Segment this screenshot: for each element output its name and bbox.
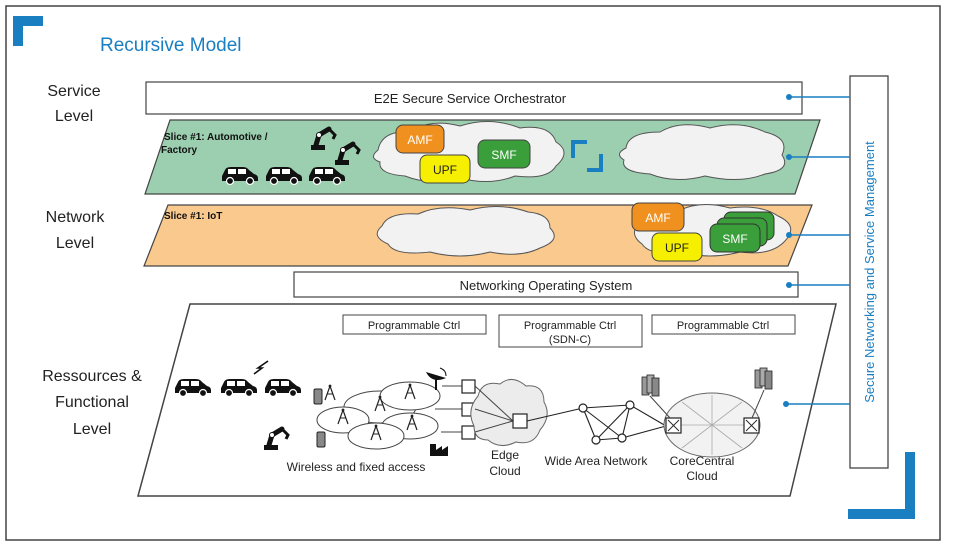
programmable-ctrl-left-label: Programmable Ctrl (368, 320, 460, 332)
server-link (649, 395, 671, 419)
diagram-title: Recursive Model (100, 35, 242, 56)
connector-dots (783, 94, 792, 407)
edge-links (474, 385, 514, 433)
wireless-access-label: Wireless and fixed access (287, 460, 426, 474)
management-bar (849, 75, 889, 469)
core-switch-marks (667, 419, 758, 432)
smf-label: SMF (491, 148, 516, 162)
smf-function (477, 139, 531, 169)
programmable-ctrl-right-label: Programmable Ctrl (677, 320, 769, 332)
outer-border (5, 5, 941, 541)
networking-os-label: Networking Operating System (460, 278, 633, 293)
upf-function (419, 154, 471, 184)
programmable-ctrl-sdnc (498, 314, 643, 348)
slice-automotive-label: Slice #1: Automotive / Factory (161, 132, 268, 156)
edge-cloud-icon (470, 379, 548, 446)
core-cloud-sublabel: Cloud (686, 469, 717, 483)
programmable-ctrl-left (342, 314, 487, 335)
management-label: Secure Networking and Service Management (862, 141, 877, 403)
satellite-dish-icon (426, 367, 447, 390)
network-level-label: Network Level (46, 209, 106, 252)
orchestrator-box (145, 81, 803, 115)
svg-text:Slice #1: Automotive /: Slice #1: Automotive / (164, 132, 268, 143)
edge-cloud-label: Edge (491, 448, 519, 462)
programmable-ctrl-right (651, 314, 796, 335)
upf-function (651, 232, 703, 262)
slice-iot-label: Slice #1: IoT (164, 211, 222, 222)
factory-icon (430, 444, 448, 456)
svg-text:Level: Level (56, 235, 94, 252)
svg-text:Network: Network (46, 209, 106, 226)
amf-function (395, 124, 445, 154)
cloud-icon (619, 124, 786, 180)
server-rack-icon (754, 367, 773, 390)
access-links (435, 385, 462, 433)
amf-label: AMF (407, 133, 432, 147)
recursion-bracket-icon (571, 140, 603, 172)
svg-text:Level: Level (55, 108, 93, 125)
smf-label: SMF (722, 232, 747, 246)
core-cloud-label: CoreCentral (670, 454, 735, 468)
programmable-ctrl-sdnc-sublabel: (SDN-C) (549, 334, 591, 346)
svg-text:Level: Level (73, 421, 111, 438)
phone-icon (316, 431, 326, 448)
bottom-right-bracket-icon (848, 452, 915, 519)
access-cells (316, 381, 441, 450)
wan-label: Wide Area Network (545, 454, 649, 468)
smf-function (709, 223, 761, 253)
edge-switch (512, 413, 528, 429)
phone-icon (313, 388, 323, 405)
svg-text:Ressources &: Ressources & (42, 368, 142, 385)
upf-label: UPF (433, 163, 457, 177)
edge-cloud-sublabel: Cloud (489, 464, 520, 478)
upf-label: UPF (665, 241, 689, 255)
service-level-label: Service Level (47, 83, 100, 125)
cloud-icon (376, 206, 555, 257)
orchestrator-label: E2E Secure Service Orchestrator (374, 91, 567, 106)
management-connectors (786, 96, 850, 405)
server-link (751, 389, 765, 419)
amf-label: AMF (645, 211, 670, 225)
programmable-ctrl-sdnc-label: Programmable Ctrl (524, 320, 616, 332)
server-rack-icon (641, 374, 660, 397)
svg-text:Factory: Factory (161, 145, 198, 156)
amf-function (631, 202, 685, 232)
svg-text:Service: Service (47, 83, 100, 100)
wireless-signal-icon (253, 360, 269, 375)
wan-nodes (578, 400, 635, 445)
svg-text:Functional: Functional (55, 394, 129, 411)
core-mesh (670, 395, 752, 455)
top-left-bracket-icon (13, 16, 43, 46)
resources-level-label: Ressources & Functional Level (42, 368, 142, 438)
